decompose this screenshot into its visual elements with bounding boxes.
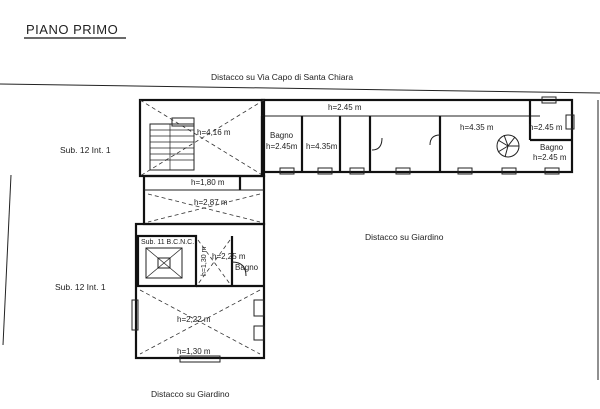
bagno-right-height: h=2.45 m <box>533 153 567 162</box>
sub11-label: Sub. 11 B.C.N.C. <box>141 239 194 246</box>
bagno-right-label: Bagno <box>540 143 564 152</box>
staircase-icon <box>149 123 195 171</box>
bagno-top-label: Bagno <box>270 131 294 140</box>
room-height-stair-hall: h=4,16 m <box>197 128 231 137</box>
room-height-bottom: h=1,30 m <box>177 347 211 356</box>
distacco-giardino-right-label: Distacco su Giardino <box>365 232 444 242</box>
bagno-small-label: Bagno <box>235 263 259 272</box>
room-height-287: h=2,87 m <box>194 198 228 207</box>
room-height-big-room: h=2,22 m <box>177 315 211 324</box>
sub12-top-label: Sub. 12 Int. 1 <box>60 145 111 155</box>
room-height-corridor-180: h=1,80 m <box>191 178 225 187</box>
boundary-line-north <box>0 83 600 94</box>
elevator-icon <box>145 247 183 279</box>
boundary-line-left-vertical <box>2 174 12 346</box>
plan-title: PIANO PRIMO <box>26 22 118 37</box>
bagno-top-height: h=2.45m <box>266 142 298 151</box>
distacco-north-label: Distacco su Via Capo di Santa Chiara <box>211 72 353 82</box>
room-height-435-right: h=4.35 m <box>460 123 494 132</box>
lower-block <box>131 222 266 363</box>
distacco-giardino-bottom-label: Distacco su Giardino <box>151 389 230 399</box>
sub12-bottom-label: Sub. 12 Int. 1 <box>55 282 106 292</box>
upper-left-block <box>138 98 266 178</box>
bagno-right-height-top: h=2.45 m <box>529 123 563 132</box>
room-height-435-left: h=4.35m <box>306 142 338 151</box>
room-height-225: h=2,25 m <box>212 252 246 261</box>
room-height-corridor-top: h=2.45 m <box>328 103 362 112</box>
room-height-vertical: h=1,30 m <box>201 246 208 276</box>
right-wing <box>260 96 575 175</box>
